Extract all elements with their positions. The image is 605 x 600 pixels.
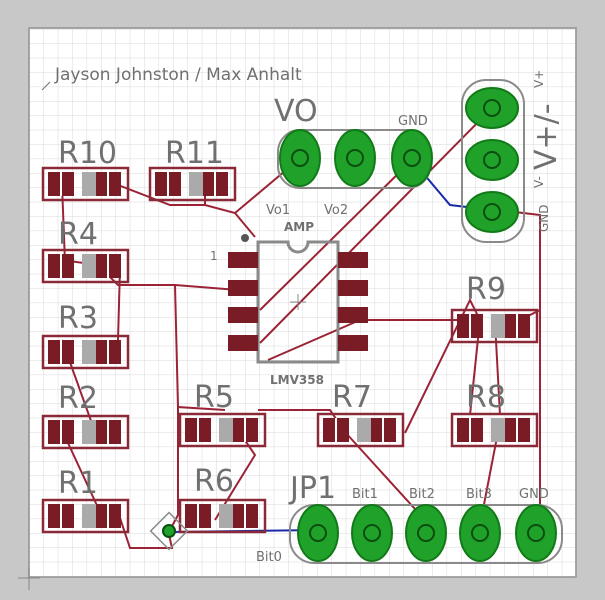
resistor-r4: R4 [41, 217, 130, 284]
ic-value-label: AMP [284, 220, 314, 234]
via-marker [149, 511, 189, 551]
ic-lmv358: AMP LMV358 1 [210, 220, 368, 387]
jp1-pin-bit0: Bit0 [256, 550, 282, 565]
resistor-label-r7: R7 [332, 380, 372, 415]
resistor-label-r1: R1 [58, 466, 98, 501]
resistor-label-r6: R6 [194, 464, 234, 499]
resistor-label-r3: R3 [58, 301, 98, 336]
vo-title: VO [274, 94, 318, 129]
power-pin-vminus: V- [532, 176, 546, 188]
resistor-label-r11: R11 [165, 136, 224, 171]
jp1-header: JP1 Bit0 Bit1 Bit2 Bit3 GND [256, 471, 563, 565]
resistor-label-r5: R5 [194, 380, 234, 415]
resistor-r5: R5 [178, 380, 267, 448]
resistor-r11: R11 [148, 136, 237, 202]
resistor-r3: R3 [41, 301, 130, 370]
resistor-label-r9: R9 [466, 272, 506, 307]
resistor-r9: R9 [450, 272, 539, 344]
resistor-r1: R1 [41, 466, 130, 534]
jp1-pin-bit2: Bit2 [409, 487, 435, 502]
resistor-r2: R2 [41, 381, 130, 450]
resistor-r8: R8 [450, 380, 539, 448]
power-pin-vplus: V+ [532, 70, 546, 88]
credit-text: Jayson Johnston / Max Anhalt [54, 65, 302, 85]
jp1-pin-bit1: Bit1 [352, 487, 378, 502]
resistor-r10: R10 [41, 136, 130, 202]
vo-pin-vo2: Vo2 [324, 203, 348, 218]
vo-pads [279, 129, 433, 187]
ic-name-label: LMV358 [270, 373, 324, 387]
resistor-label-r10: R10 [58, 136, 117, 171]
power-pin-gnd: GND [537, 204, 551, 232]
power-pads [465, 87, 519, 233]
ic-pin1-label: 1 [210, 249, 218, 263]
resistor-r6: R6 [178, 464, 267, 534]
vo-header: VO Vo1 Vo2 GND [266, 94, 433, 218]
resistor-r7: R7 [316, 380, 405, 448]
power-header: V+/- V+ V- GND [461, 70, 564, 243]
jp1-pads [297, 504, 557, 562]
vo-pin-vo1: Vo1 [266, 203, 290, 218]
jp1-title: JP1 [288, 471, 336, 506]
power-title: V+/- [529, 103, 564, 170]
jp1-pin-gnd: GND [519, 487, 549, 502]
resistor-label-r8: R8 [466, 380, 506, 415]
resistor-label-r2: R2 [58, 381, 98, 416]
jp1-pin-bit3: Bit3 [466, 487, 492, 502]
resistor-label-r4: R4 [58, 217, 98, 252]
vo-pin-gnd: GND [398, 114, 428, 129]
